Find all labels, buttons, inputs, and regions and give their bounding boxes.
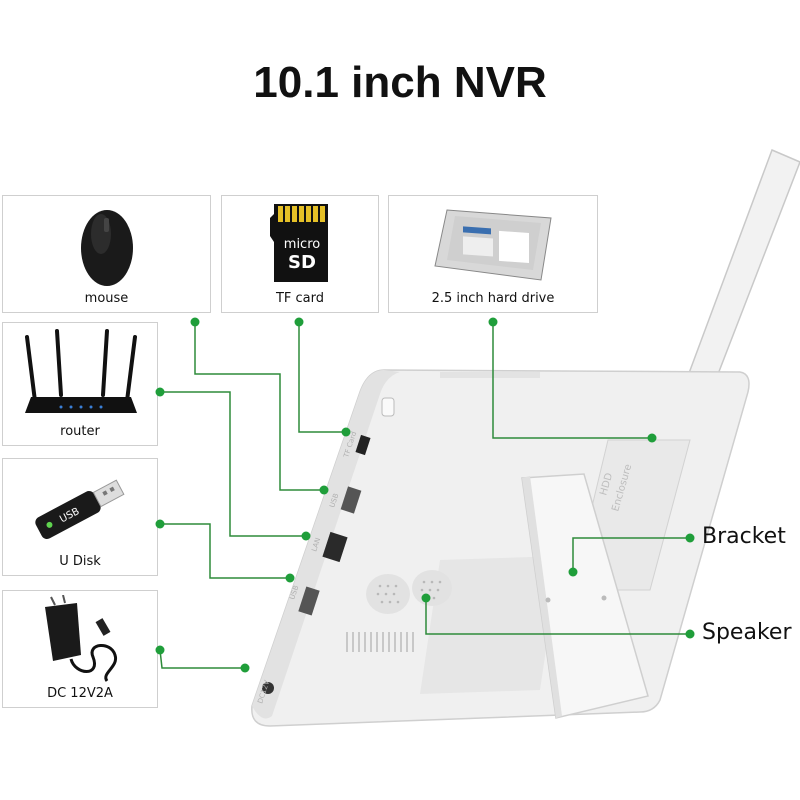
port-label-lan: LAN — [310, 537, 322, 553]
usb-stick-icon: USB — [35, 479, 125, 539]
u-disk-label: U Disk — [59, 554, 101, 569]
usb-port-2[interactable] — [298, 586, 320, 616]
vent-slots — [346, 632, 414, 652]
router-box: router — [2, 322, 158, 446]
tf-card-slot[interactable] — [355, 434, 371, 456]
lan-port[interactable] — [322, 531, 348, 563]
u-disk-box: USB U Disk — [2, 458, 158, 576]
power-adapter-label: DC 12V2A — [47, 686, 113, 701]
hard-drive-icon — [434, 209, 552, 281]
power-adapter-icon — [45, 595, 118, 682]
dc-power-jack[interactable] — [262, 682, 274, 694]
bracket — [521, 473, 649, 719]
micro-sd-print-bottom: SD — [288, 252, 316, 273]
mouse-icon — [81, 210, 133, 286]
micro-sd-card-icon: micro SD — [270, 204, 328, 282]
connector-lines — [159, 322, 690, 669]
router-icon — [25, 329, 137, 413]
micro-sd-print-top: micro — [284, 237, 320, 252]
hard-drive-label: 2.5 inch hard drive — [431, 291, 555, 306]
power-adapter-box: DC 12V2A — [2, 590, 158, 708]
mouse-box: mouse — [2, 195, 211, 313]
nvr-back-panel: HDD Enclosure — [251, 369, 750, 727]
speaker-callout: Speaker — [702, 620, 792, 645]
usb-port-1[interactable] — [340, 486, 362, 514]
hard-drive-box: 2.5 inch hard drive — [388, 195, 598, 313]
router-label: router — [60, 424, 100, 439]
connector-dots — [155, 317, 695, 673]
tf-card-box: micro SD TF card — [221, 195, 379, 313]
bracket-callout: Bracket — [702, 524, 786, 549]
power-button[interactable] — [381, 397, 395, 417]
mouse-label: mouse — [84, 291, 129, 306]
speaker-grille — [366, 570, 452, 614]
tf-card-label: TF card — [275, 291, 325, 306]
page-title: 10.1 inch NVR — [253, 58, 547, 107]
